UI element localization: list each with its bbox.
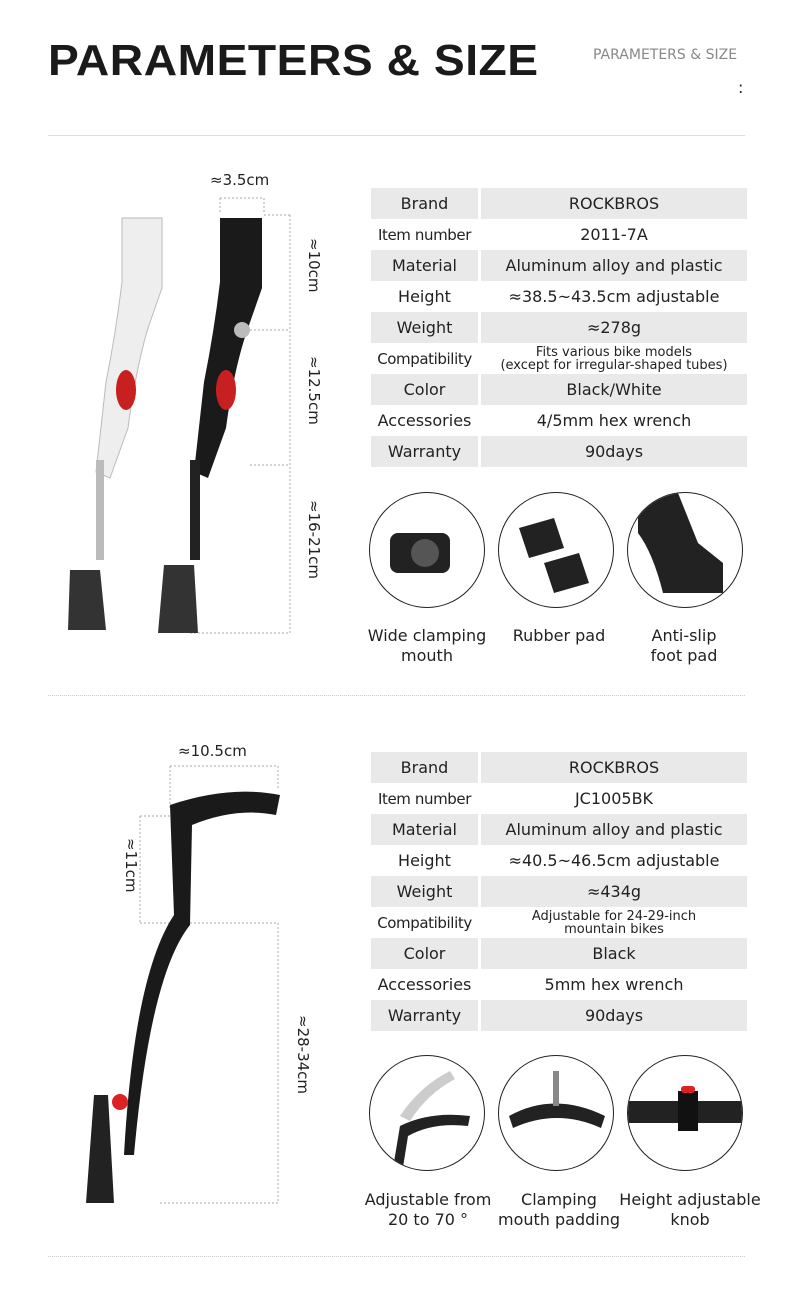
spec-value: Aluminum alloy and plastic — [481, 814, 747, 845]
spec-key: Accessories — [377, 975, 472, 994]
table-row: Item number 2011-7A — [371, 219, 747, 250]
spec-value: Aluminum alloy and plastic — [481, 250, 747, 281]
spec-key: Color — [371, 374, 478, 405]
table-row: Accessories 4/5mm hex wrench — [371, 405, 747, 436]
spec-value: 5mm hex wrench — [544, 975, 684, 994]
spec-key: Warranty — [371, 1000, 478, 1031]
table-row: Weight≈434g — [371, 876, 747, 907]
feature-image-knob — [627, 1055, 743, 1171]
table-row: Item number JC1005BK — [371, 783, 747, 814]
caption-line: Height adjustable — [619, 1190, 761, 1209]
feature-image-foot-pad — [627, 492, 743, 608]
spec-value-line: mountain bikes — [564, 921, 664, 937]
feature-image-angle — [369, 1055, 485, 1171]
spec-value-line: Fits various bike models — [535, 344, 693, 360]
spec-value: ROCKBROS — [481, 188, 747, 219]
dim-width: ≈10.5cm — [178, 742, 247, 760]
page-subtitle: PARAMETERS & SIZE — [593, 47, 738, 63]
spec-value: 2011-7A — [580, 225, 648, 244]
kickstand-pair-image — [68, 197, 291, 634]
spec-key: Compatibility — [377, 349, 472, 368]
caption-line: 20 to 70 ° — [387, 1210, 469, 1229]
caption-line: Adjustable from — [364, 1190, 492, 1209]
spec-value: ≈38.5~43.5cm adjustable — [508, 287, 720, 306]
dim-top: ≈11cm — [122, 838, 140, 893]
caption-line: mouth padding — [497, 1210, 621, 1229]
spec-value: Black/White — [481, 374, 747, 405]
spec-value: Fits various bike models(except for irre… — [481, 343, 747, 374]
caption-line: knob — [670, 1210, 710, 1229]
spec-value-line: (except for irregular-shaped tubes) — [500, 357, 728, 373]
spec-key: Material — [371, 250, 478, 281]
dim-bottom: ≈16-21cm — [305, 500, 323, 580]
caption-line: Clamping — [521, 1190, 597, 1209]
spec-key: Weight — [371, 312, 478, 343]
spec-key: Height — [398, 287, 451, 306]
divider — [48, 135, 745, 136]
table-row: Accessories 5mm hex wrench — [371, 969, 747, 1000]
spec-key: Height — [398, 851, 451, 870]
spec-key: Accessories — [377, 411, 472, 430]
dim-top: ≈10cm — [305, 238, 323, 293]
caption-line: foot pad — [650, 646, 718, 665]
header-mark: : — [738, 78, 744, 97]
caption-line: Rubber pad — [512, 626, 606, 645]
table-row: Weight≈278g — [371, 312, 747, 343]
spec-value: ≈434g — [481, 876, 747, 907]
spec-key: Material — [371, 814, 478, 845]
caption-line: Anti-slip — [651, 626, 717, 645]
spec-key: Compatibility — [377, 913, 472, 932]
feature-image-clamp-padding — [498, 1055, 614, 1171]
caption-line: mouth — [401, 646, 453, 665]
spec-value-line: Adjustable for 24-29-inch — [531, 908, 697, 924]
spec-value: 4/5mm hex wrench — [536, 411, 692, 430]
dim-width: ≈3.5cm — [210, 171, 270, 189]
spec-key: Weight — [371, 876, 478, 907]
feature-caption: Rubber pad — [489, 626, 629, 646]
table-row: Compatibility Fits various bike models(ex… — [371, 343, 747, 374]
kickstand-image — [86, 765, 280, 1204]
spec-value: JC1005BK — [574, 789, 654, 808]
spec-value: ≈278g — [481, 312, 747, 343]
caption-line: Wide clamping — [367, 626, 487, 645]
spec-key: Item number — [377, 225, 472, 244]
spec-key: Brand — [371, 752, 478, 783]
spec-value: ≈40.5~46.5cm adjustable — [508, 851, 720, 870]
spec-key: Warranty — [371, 436, 478, 467]
feature-image-rubber-pad — [498, 492, 614, 608]
divider — [48, 1256, 745, 1257]
table-row: Height ≈40.5~46.5cm adjustable — [371, 845, 747, 876]
page-title: PARAMETERS & SIZE — [48, 36, 539, 85]
spec-value: 90days — [481, 436, 747, 467]
spec-key: Item number — [377, 789, 472, 808]
dim-middle: ≈12.5cm — [305, 356, 323, 425]
spec-value: ROCKBROS — [481, 752, 747, 783]
feature-image-clamp — [369, 492, 485, 608]
spec-key: Color — [371, 938, 478, 969]
table-row: Height ≈38.5~43.5cm adjustable — [371, 281, 747, 312]
spec-value: Black — [481, 938, 747, 969]
dim-bottom: ≈28-34cm — [294, 1015, 312, 1095]
spec-key: Brand — [371, 188, 478, 219]
spec-value: 90days — [481, 1000, 747, 1031]
divider — [48, 695, 745, 696]
